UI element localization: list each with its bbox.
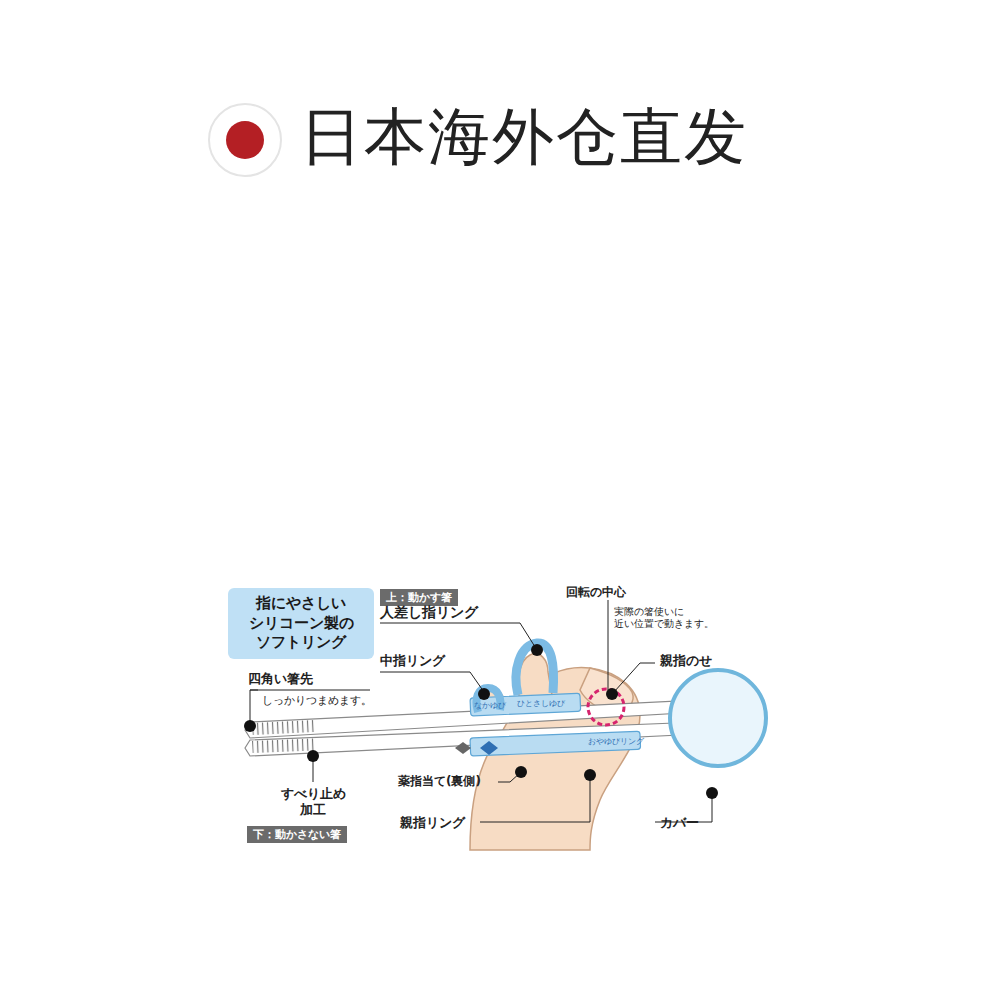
stick-print: なかゆび: [474, 701, 506, 711]
leader-dots: [244, 644, 718, 799]
note: しっかりつまめます。: [260, 694, 374, 707]
cover: [670, 670, 766, 766]
stick-band: 上：動かす箸: [380, 589, 458, 606]
stick-print: ひとさしゆび: [517, 699, 565, 709]
part-label: 人差し指リング: [380, 604, 478, 621]
hand: [470, 667, 640, 850]
diamond-mark-blue: [480, 741, 498, 755]
flag-ring: [209, 104, 281, 176]
banner-title: 日本海外仓直发: [300, 100, 748, 174]
feature-box: 指にやさしい シリコーン製の ソフトリング: [228, 588, 374, 659]
part-label: 中指リング: [380, 653, 445, 669]
part-label: 回転の中心: [566, 585, 626, 599]
lower-grip-ridges: [252, 739, 314, 753]
node-text: 下：動かさない箸: [253, 827, 341, 842]
node-text: 上：動かす箸: [386, 590, 452, 605]
index-ring: [516, 643, 554, 695]
stick-print: おやゆびリング: [588, 737, 644, 747]
part-label: 薬指当て(裏側): [398, 774, 481, 788]
rotation-circle: [588, 689, 624, 725]
upper-grip-ridges: [252, 720, 315, 735]
note: 実際の箸使いに 近い位置で動きます。: [614, 606, 764, 630]
node-text: 指にやさしい シリコーン製の ソフトリング: [234, 594, 368, 653]
part-label: 四角い箸先: [248, 671, 313, 687]
part-label: 親指リング: [400, 815, 465, 831]
part-label: カバー: [660, 815, 699, 831]
diamond-mark: [455, 742, 471, 754]
stick-band: 下：動かさない箸: [247, 826, 347, 843]
flag-sun: [226, 121, 264, 159]
part-label: すべり止め 加工: [268, 786, 358, 817]
part-label: 親指のせ: [660, 653, 712, 669]
